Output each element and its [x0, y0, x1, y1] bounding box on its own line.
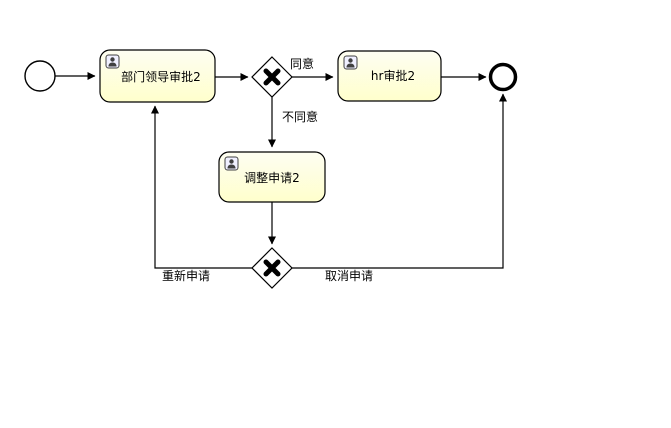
exclusive-gateway-decision — [251, 56, 293, 98]
task-adjust-request-label: 调整申请2 — [244, 170, 300, 185]
task-hr-approval-label: hr审批2 — [371, 68, 415, 83]
task-hr-approval: hr审批2 — [337, 50, 442, 102]
edge-label-disagree: 不同意 — [282, 109, 318, 124]
task-dept-approval: 部门领导审批2 — [99, 49, 216, 103]
task-adjust-request: 调整申请2 — [218, 151, 326, 203]
gateway-x-icon — [263, 68, 281, 86]
edge-label-agree: 同意 — [290, 56, 314, 71]
task-adjust-request-shape — [218, 151, 326, 203]
user-task-icon — [224, 156, 239, 171]
flow-gateway2-reapply-to-dept-approval — [151, 105, 252, 269]
task-dept-approval-label: 部门领导审批2 — [121, 69, 201, 84]
edge-label-cancel: 取消申请 — [325, 269, 373, 283]
start-event — [24, 60, 56, 92]
user-task-icon — [343, 55, 358, 70]
user-task-icon — [105, 54, 120, 69]
gateway-x-icon — [263, 259, 281, 277]
task-hr-approval-shape — [337, 50, 442, 102]
end-event — [488, 62, 518, 92]
flow-gateway2-cancel-to-end — [292, 93, 507, 269]
task-dept-approval-shape — [99, 49, 216, 103]
exclusive-gateway-resubmit — [251, 247, 293, 289]
edge-label-reapply: 重新申请 — [162, 268, 210, 283]
